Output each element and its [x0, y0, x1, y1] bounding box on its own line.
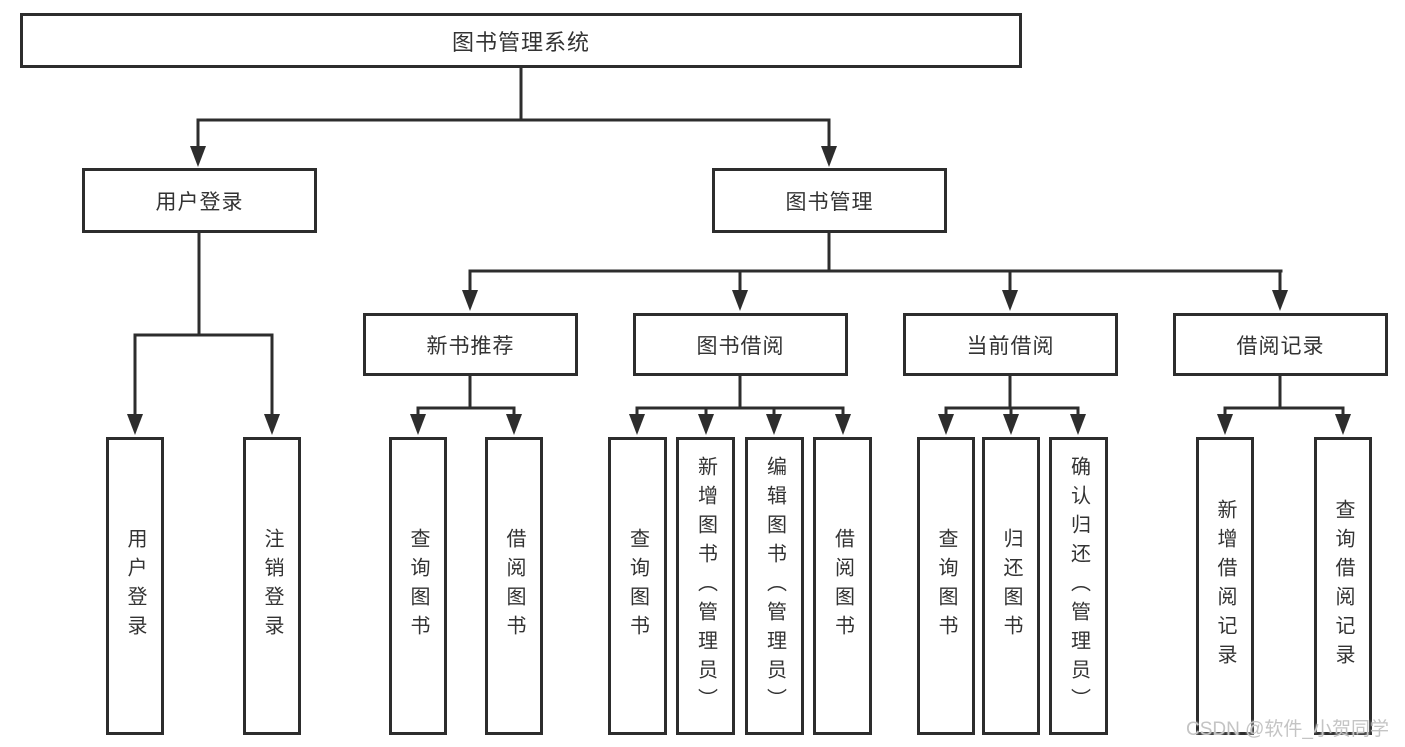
arrowhead — [938, 414, 954, 435]
connector-root-to-level2 — [190, 68, 837, 167]
arrowhead — [1003, 414, 1019, 435]
arrowhead — [190, 146, 206, 167]
arrowhead — [127, 414, 143, 435]
leaf-borrow-books-recommend: 借阅图书 — [485, 437, 543, 735]
connector-bookmgmt-to-level3 — [462, 233, 1288, 311]
connector-userlogin-to-leaves — [127, 233, 280, 435]
node-current-borrow-label: 当前借阅 — [966, 334, 1055, 358]
node-new-book-recommend-label: 新书推荐 — [426, 334, 515, 358]
leaf-add-borrow-record: 新增借阅记录 — [1196, 437, 1254, 735]
arrowhead — [1070, 414, 1086, 435]
node-book-management-label: 图书管理 — [785, 190, 874, 214]
arrowhead — [1335, 414, 1351, 435]
leaf-query-books-current: 查询图书 — [917, 437, 975, 735]
node-borrow-records-label: 借阅记录 — [1236, 334, 1325, 358]
arrowhead — [1272, 290, 1288, 311]
arrowhead — [732, 290, 748, 311]
leaf-return-book: 归还图书 — [982, 437, 1040, 735]
node-book-management: 图书管理 — [712, 168, 947, 233]
leaf-user-login: 用户登录 — [106, 437, 164, 735]
node-current-borrow: 当前借阅 — [903, 313, 1118, 376]
arrowhead — [766, 414, 782, 435]
node-borrow-records: 借阅记录 — [1173, 313, 1388, 376]
arrowhead — [410, 414, 426, 435]
node-root-label: 图书管理系统 — [451, 29, 590, 55]
arrowhead — [506, 414, 522, 435]
leaf-logout: 注销登录 — [243, 437, 301, 735]
arrowhead — [1002, 290, 1018, 311]
node-new-book-recommend: 新书推荐 — [363, 313, 578, 376]
leaf-query-books-recommend: 查询图书 — [389, 437, 447, 735]
node-user-login-label: 用户登录 — [155, 190, 244, 214]
connector-records-to-leaves — [1217, 376, 1351, 435]
leaf-confirm-return-admin: 确认归还（管理员） — [1049, 437, 1108, 735]
arrowhead — [1217, 414, 1233, 435]
leaf-edit-book-admin: 编辑图书（管理员） — [745, 437, 804, 735]
arrowhead — [698, 414, 714, 435]
arrowhead — [264, 414, 280, 435]
arrowhead — [821, 146, 837, 167]
leaf-borrow-books-borrow: 借阅图书 — [813, 437, 872, 735]
connector-borrow-to-leaves — [629, 376, 851, 435]
arrowhead — [835, 414, 851, 435]
node-book-borrow: 图书借阅 — [633, 313, 848, 376]
leaf-add-book-admin: 新增图书（管理员） — [676, 437, 735, 735]
node-book-borrow-label: 图书借阅 — [696, 334, 785, 358]
leaf-query-books-borrow: 查询图书 — [608, 437, 667, 735]
connector-current-to-leaves — [938, 376, 1086, 435]
leaf-query-borrow-record: 查询借阅记录 — [1314, 437, 1372, 735]
arrowhead — [629, 414, 645, 435]
arrowhead — [462, 290, 478, 311]
node-root: 图书管理系统 — [20, 13, 1022, 68]
connector-recommend-to-leaves — [410, 376, 522, 435]
csdn-watermark: CSDN @软件_小贺同学 — [1186, 719, 1389, 740]
node-user-login: 用户登录 — [82, 168, 317, 233]
